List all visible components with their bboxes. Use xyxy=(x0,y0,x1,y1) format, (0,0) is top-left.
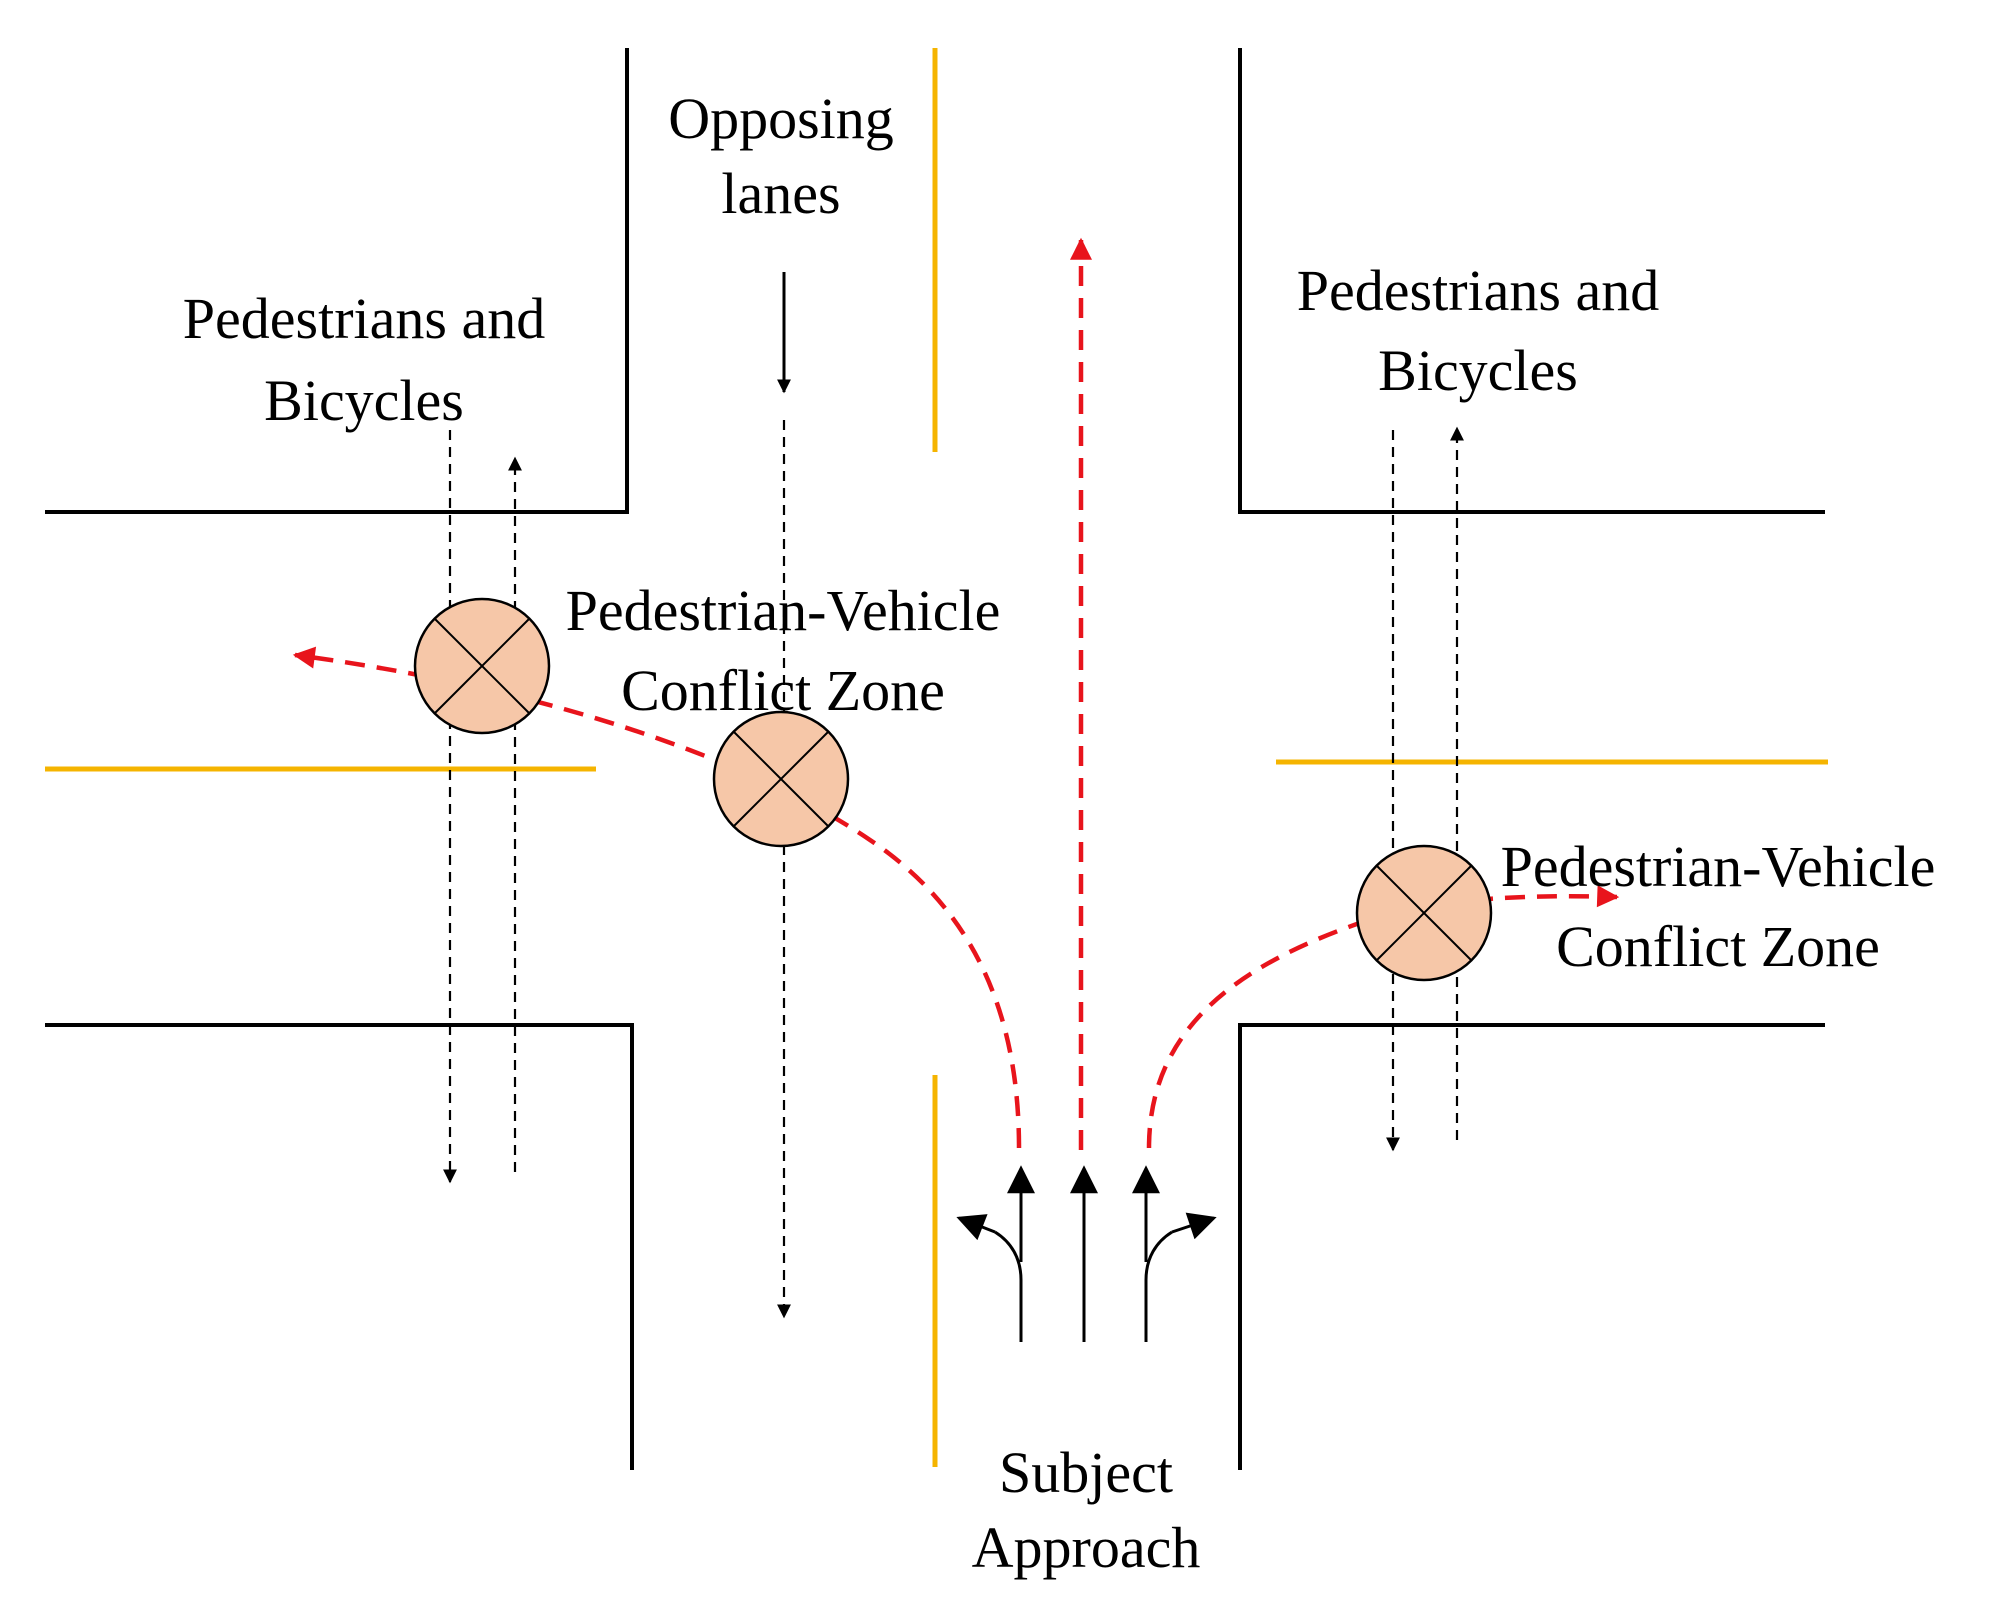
left-turn-path xyxy=(292,646,1022,1149)
conflict-right-label-line1: Pedestrian-Vehicle xyxy=(1501,834,1936,899)
opposing-label-line1: Opposing xyxy=(668,86,894,151)
conflict-right-label-line2: Conflict Zone xyxy=(1556,914,1880,979)
pedestrian-paths xyxy=(443,426,1464,1184)
right-turn-lane-arrow xyxy=(1132,1165,1217,1342)
ped-right-label-line1: Pedestrians and xyxy=(1297,258,1659,323)
opposing-label-line2: lanes xyxy=(721,161,840,226)
conflict-zone-right xyxy=(1355,844,1493,982)
curb-southeast xyxy=(1238,1023,1825,1470)
curb-lines xyxy=(45,48,1825,1470)
conflict-zone-left-outer xyxy=(413,597,551,735)
left-turn-lane-arrow xyxy=(956,1165,1035,1342)
lane-arrows xyxy=(956,1165,1217,1342)
subject-label-line1: Subject xyxy=(999,1440,1173,1505)
subject-label-line2: Approach xyxy=(972,1515,1201,1580)
labels: Opposing lanes Pedestrians and Bicycles … xyxy=(183,86,1936,1580)
curb-southwest xyxy=(45,1023,634,1470)
ped-left-label-line1: Pedestrians and xyxy=(183,286,545,351)
conflict-left-label-line2: Conflict Zone xyxy=(621,658,945,723)
conflict-zone-left-inner xyxy=(712,710,850,848)
ped-left-label-line2: Bicycles xyxy=(264,368,464,433)
ped-right-label-line2: Bicycles xyxy=(1378,338,1578,403)
curb-northeast xyxy=(1238,48,1825,514)
conflict-left-label-line1: Pedestrian-Vehicle xyxy=(566,578,1001,643)
curb-northwest xyxy=(45,48,629,514)
center-lines xyxy=(45,48,1828,1467)
